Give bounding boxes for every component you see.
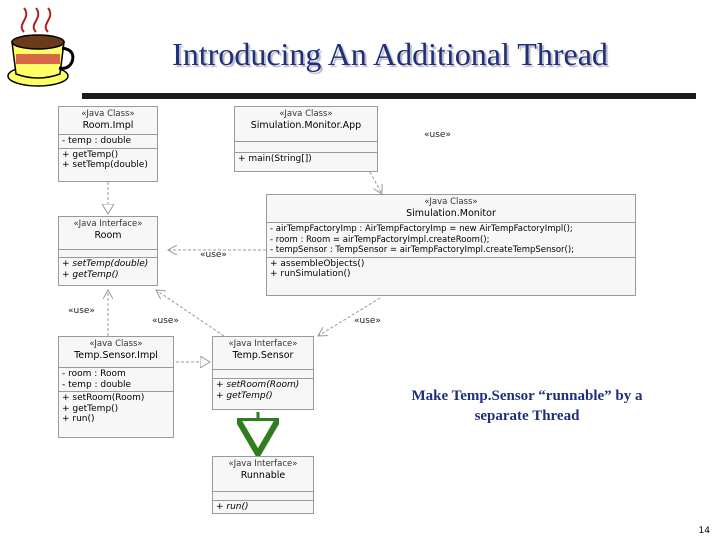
use-link-ts-room xyxy=(156,290,225,337)
interface-room[interactable]: «Java Interface»Room + setTemp(double)+ … xyxy=(58,216,158,286)
coffee-mug-icon xyxy=(7,7,75,87)
class-simulation-monitor-app[interactable]: «Java Class»Simulation.Monitor.App + mai… xyxy=(234,106,378,172)
use-label-monitor-room: «use» xyxy=(200,250,227,260)
use-label-tsimpl-room: «use» xyxy=(68,306,95,316)
runnable-note: Make Temp.Sensor “runnable” by a separat… xyxy=(411,388,643,424)
class-temp-sensor-impl[interactable]: «Java Class»Temp.Sensor.Impl - room : Ro… xyxy=(58,336,174,438)
interface-temp-sensor[interactable]: «Java Interface»Temp.Sensor + setRoom(Ro… xyxy=(212,336,314,410)
class-simulation-monitor[interactable]: «Java Class»Simulation.Monitor - airTemp… xyxy=(266,194,636,296)
use-link-monitor-ts xyxy=(318,297,381,336)
title-underline xyxy=(82,93,696,99)
use-link-app-monitor xyxy=(369,171,382,194)
interface-runnable[interactable]: «Java Interface»Runnable + run() xyxy=(212,456,314,514)
use-label-app-monitor: «use» xyxy=(424,130,451,140)
page-number: 14 xyxy=(698,526,710,536)
slide-title: Introducing An Additional Thread xyxy=(172,36,608,72)
use-label-ts-room: «use» xyxy=(152,316,179,326)
class-room-impl[interactable]: «Java Class»Room.Impl - temp : double + … xyxy=(58,106,158,182)
use-label-monitor-ts: «use» xyxy=(354,316,381,326)
